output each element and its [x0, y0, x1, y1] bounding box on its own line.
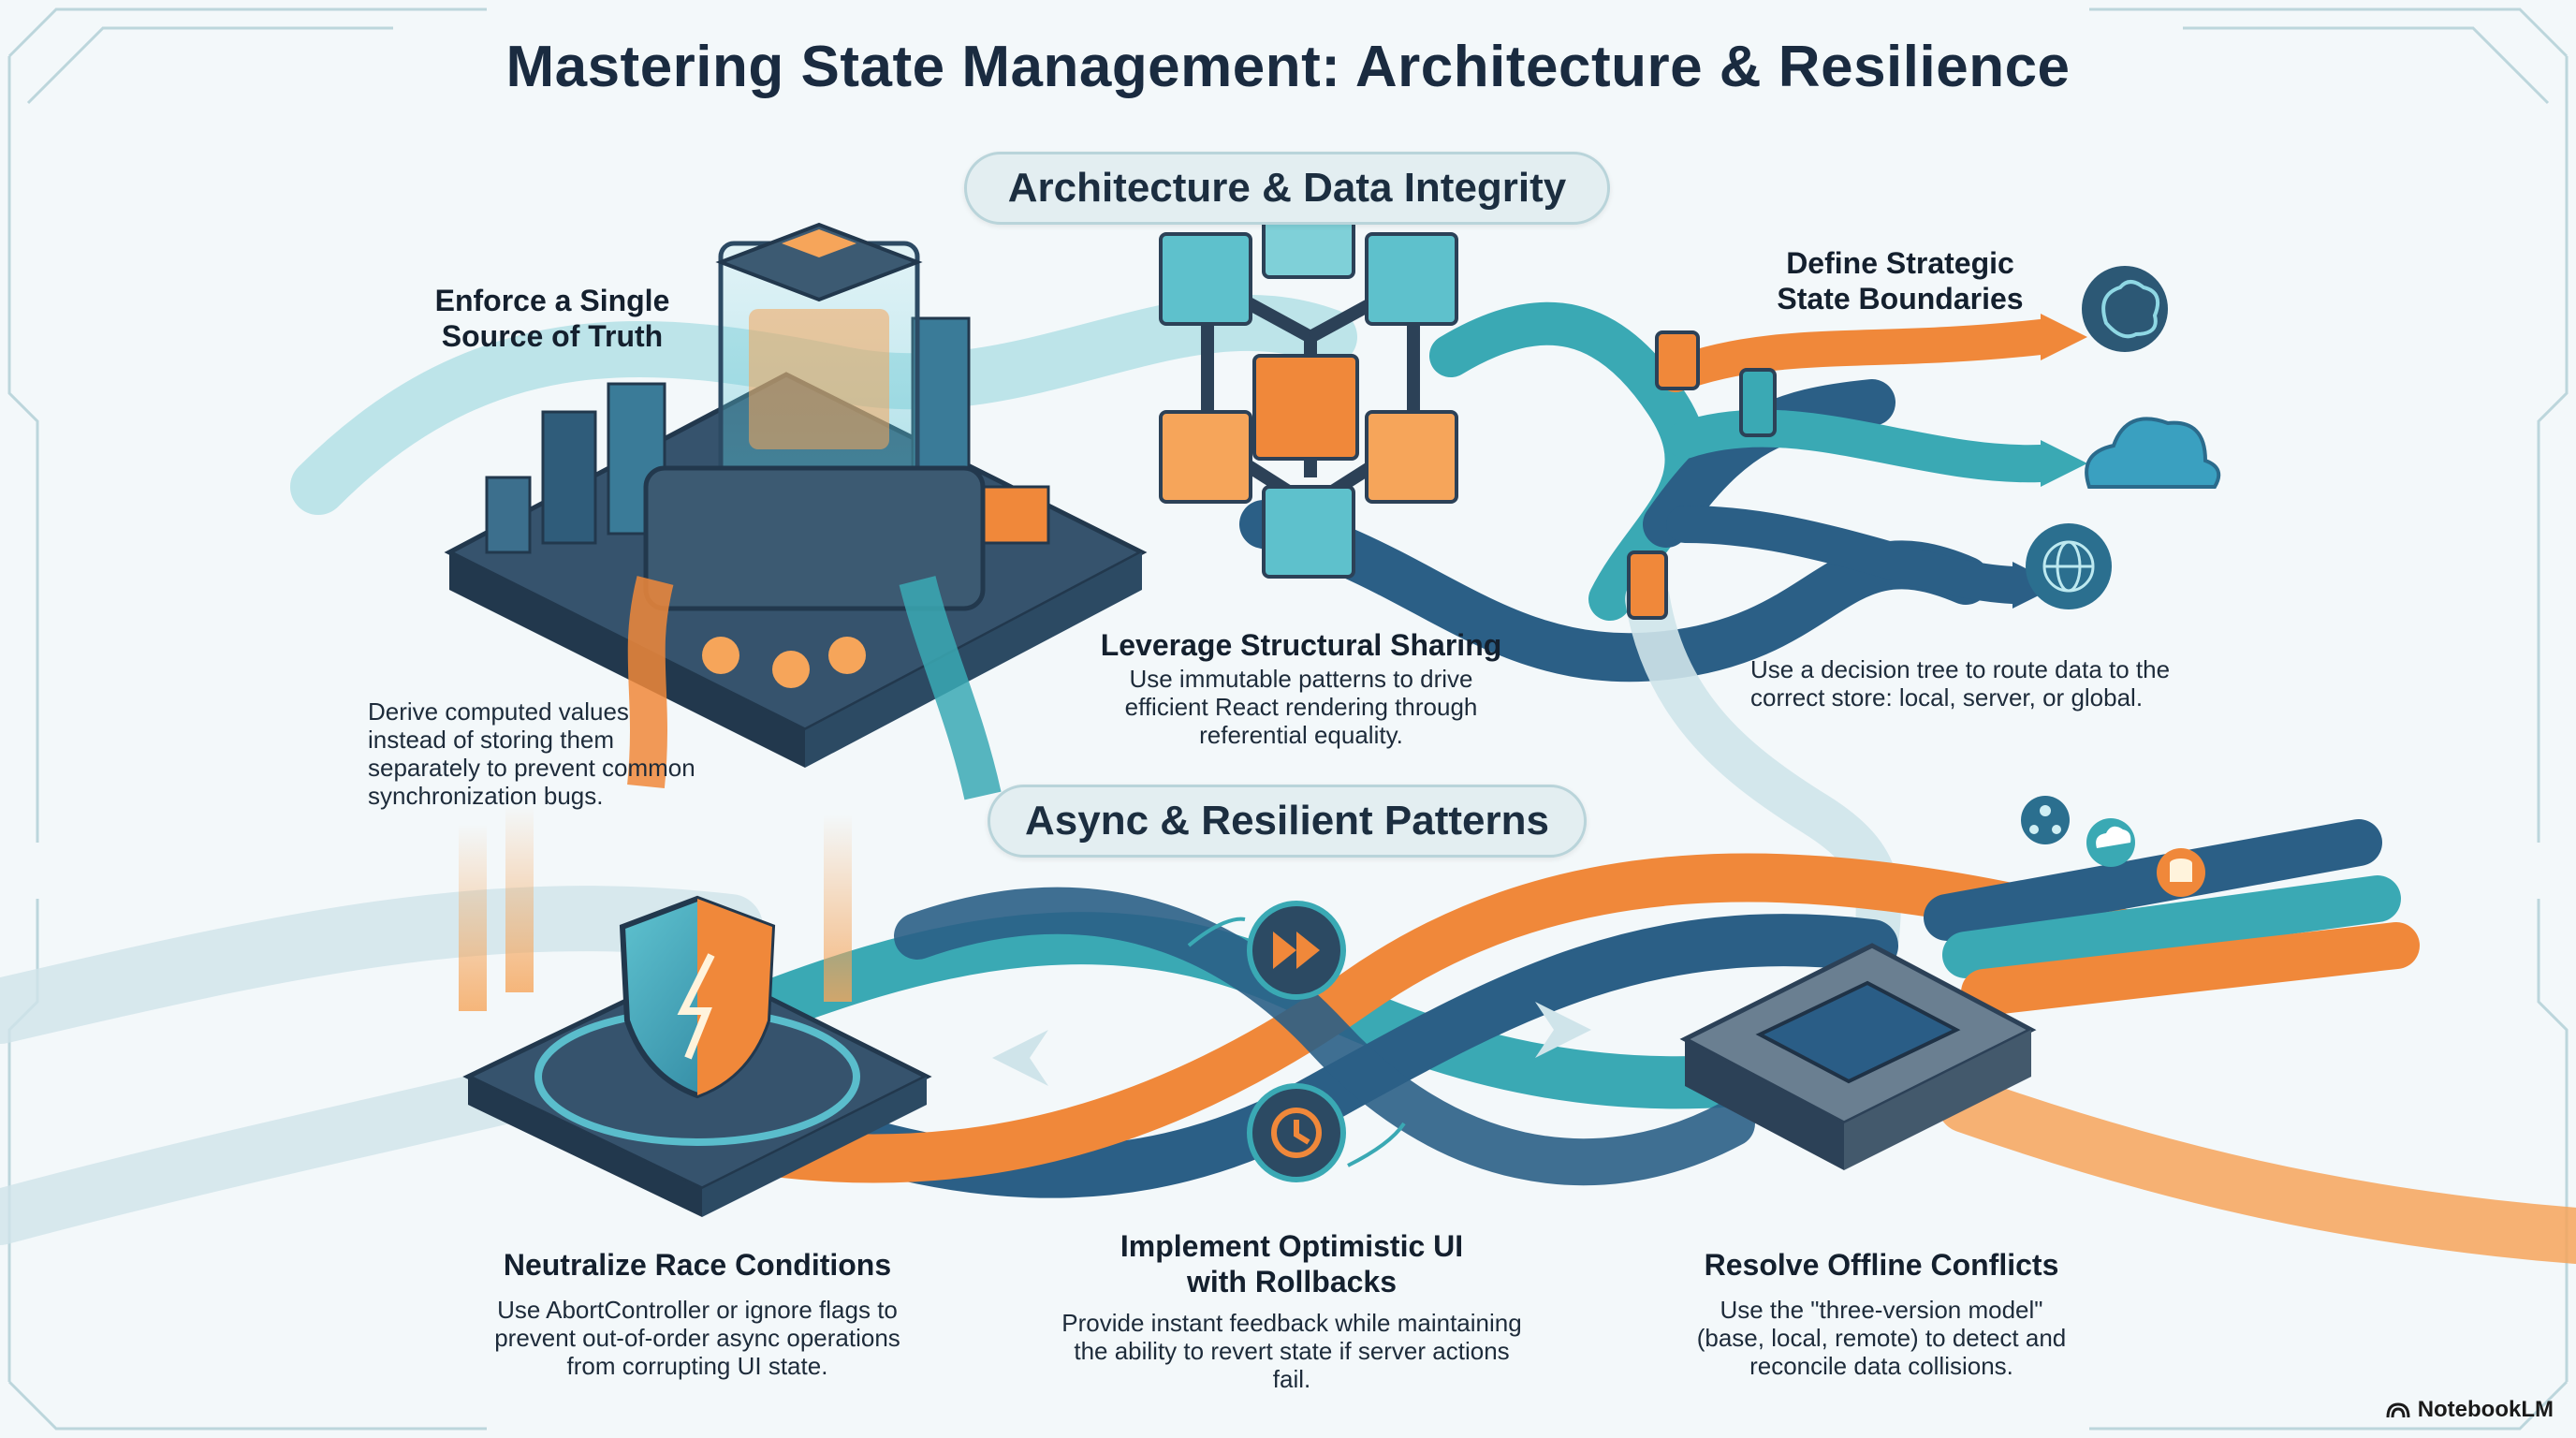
race-conditions-heading: Neutralize Race Conditions [503, 1248, 892, 1282]
brand-label: NotebookLM [2417, 1397, 2554, 1422]
fast-forward-icon [1247, 901, 1346, 1000]
structural-sharing-cubes-illustration [1159, 185, 1458, 579]
notebooklm-logo-icon [2386, 1402, 2410, 1418]
state-boundaries-heading-line-2: State Boundaries [1777, 282, 2024, 315]
race-conditions-description: Use AbortController or ignore flags to p… [435, 1296, 959, 1380]
optimistic-desc-line: the ability to revert state if server ac… [1074, 1337, 1510, 1365]
single-source-desc-line: separately to prevent common [368, 754, 695, 782]
shield-icon [619, 895, 776, 1099]
single-source-desc-line: synchronization bugs. [368, 782, 604, 810]
state-boundaries-description: Use a decision tree to route data to the… [1750, 655, 2275, 712]
state-boundaries-heading-line-1: Define Strategic [1786, 246, 2014, 280]
offline-sync-chip-illustration [1679, 943, 2037, 1170]
cloud-sync-icon [2086, 818, 2135, 867]
state-boundaries-desc-line: correct store: local, server, or global. [1750, 683, 2144, 712]
offline-desc-line: reconcile data collisions. [1749, 1352, 2013, 1380]
optimistic-desc-line: Provide instant feedback while maintaini… [1061, 1309, 1522, 1337]
section-header-architecture: Architecture & Data Integrity [964, 152, 1610, 225]
race-desc-line: prevent out-of-order async operations [494, 1324, 900, 1352]
structural-desc-line: referential equality. [1199, 721, 1403, 749]
globe-icon [2026, 523, 2112, 609]
rollback-history-icon [1247, 1083, 1346, 1182]
routing-switch-illustration [1627, 330, 1777, 620]
brand-watermark: NotebookLM [2386, 1397, 2554, 1423]
single-source-desc-line: instead of storing them [368, 726, 615, 754]
single-source-heading-line-2: Source of Truth [441, 319, 664, 353]
single-source-tower-illustration [444, 222, 1148, 800]
offline-desc-line: (base, local, remote) to detect and [1696, 1324, 2067, 1352]
single-source-description: Derive computed values instead of storin… [368, 697, 798, 810]
structural-desc-line: Use immutable patterns to drive [1129, 665, 1473, 693]
optimistic-ui-heading: Implement Optimistic UI with Rollbacks [1039, 1228, 1544, 1299]
cloud-icon [2085, 417, 2221, 489]
brain-icon [2082, 266, 2168, 352]
offline-desc-line: Use the "three-version model" [1720, 1296, 2043, 1324]
optimistic-heading-line-2: with Rollbacks [1186, 1265, 1398, 1299]
faint-direction-chevrons [992, 1002, 1591, 1086]
optimistic-desc-line: fail. [1272, 1365, 1311, 1393]
optimistic-heading-line-1: Implement Optimistic UI [1120, 1229, 1464, 1263]
structural-sharing-description: Use immutable patterns to drive efficien… [1058, 665, 1544, 749]
database-icon [2157, 848, 2205, 897]
offline-conflicts-heading: Resolve Offline Conflicts [1704, 1248, 2059, 1282]
optimistic-ui-description: Provide instant feedback while maintaini… [1011, 1309, 1573, 1393]
cycle-arrows [1187, 917, 1406, 1167]
state-boundaries-desc-line: Use a decision tree to route data to the [1750, 655, 2171, 683]
offline-conflicts-description: Use the "three-version model" (base, loc… [1647, 1296, 2115, 1380]
single-source-heading: Enforce a Single Source of Truth [346, 283, 758, 354]
section-header-async: Async & Resilient Patterns [988, 785, 1587, 858]
single-source-heading-line-1: Enforce a Single [434, 284, 670, 317]
network-nodes-icon [2021, 796, 2070, 844]
page-title: Mastering State Management: Architecture… [505, 35, 2071, 99]
race-desc-line: Use AbortController or ignore flags to [497, 1296, 898, 1324]
structural-sharing-heading: Leverage Structural Sharing [1100, 628, 1502, 662]
race-desc-line: from corrupting UI state. [566, 1352, 828, 1380]
structural-desc-line: efficient React rendering through [1124, 693, 1478, 721]
single-source-desc-line: Derive computed values [368, 697, 629, 726]
state-boundaries-heading: Define Strategic State Boundaries [1685, 245, 2115, 316]
